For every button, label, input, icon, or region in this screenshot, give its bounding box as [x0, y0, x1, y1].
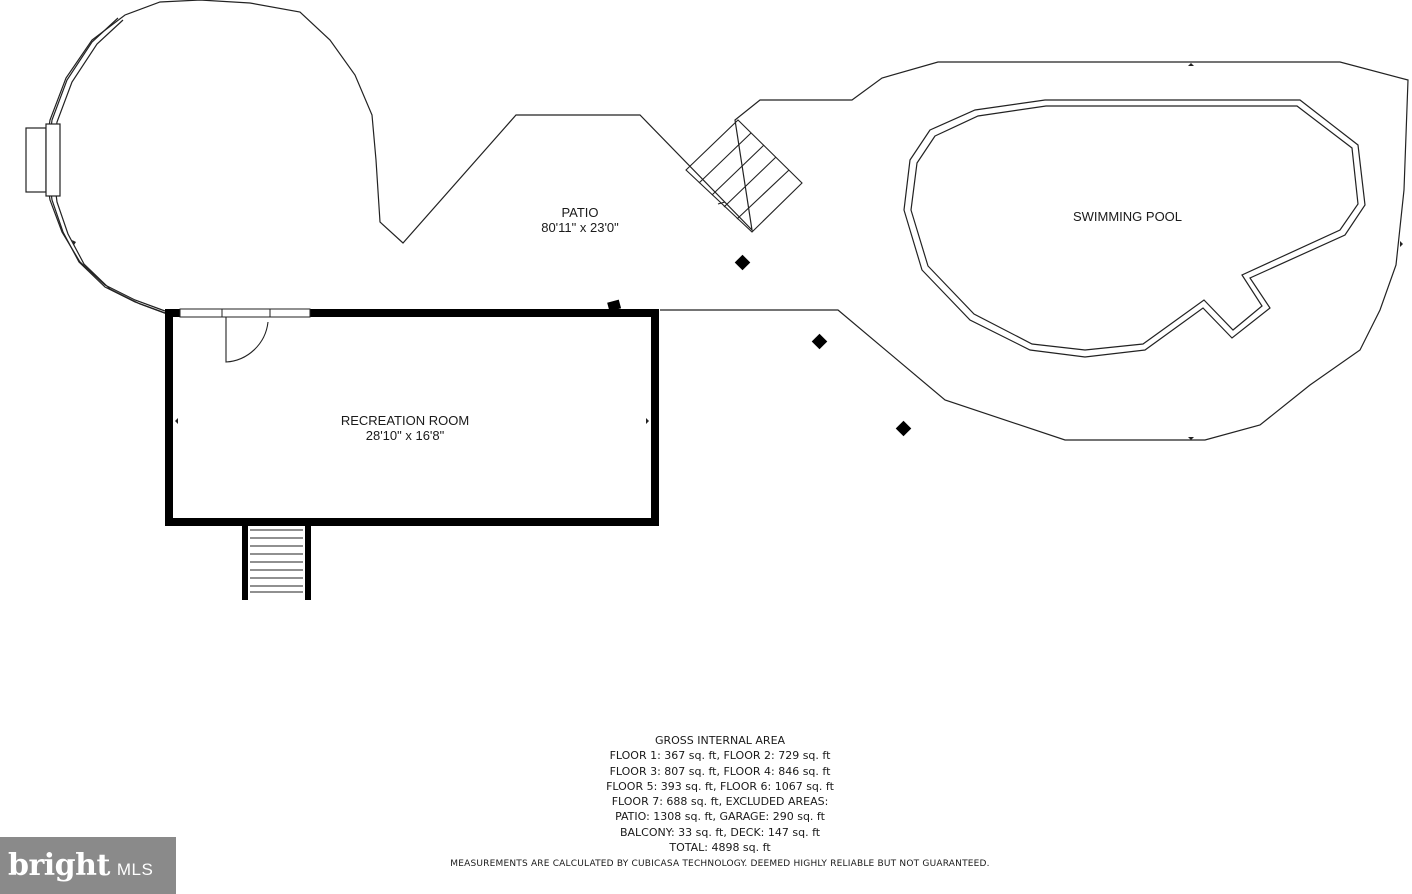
pool-outline-outer [903, 99, 1366, 358]
area-heading: GROSS INTERNAL AREA [654, 734, 786, 747]
watermark-mls: MLS [116, 859, 154, 879]
bright-mls-watermark: bright MLS [0, 837, 176, 894]
recreation-room-walls [165, 309, 659, 526]
patio-label: PATIO 80'11" x 23'0" [505, 205, 655, 235]
post-marker [734, 254, 751, 271]
patio-curved-wall-inner [51, 19, 171, 316]
recreation-room-name: RECREATION ROOM [340, 413, 470, 428]
area-line: FLOOR 5: 393 sq. ft, FLOOR 6: 1067 sq. f… [606, 779, 834, 793]
dimension-ticks [72, 63, 1403, 440]
wall-marker [607, 299, 622, 312]
patio-name: PATIO [561, 205, 599, 220]
area-summary: GROSS INTERNAL AREA FLOOR 1: 367 sq. ft,… [420, 733, 1020, 873]
disclaimer: MEASUREMENTS ARE CALCULATED BY CUBICASA … [450, 859, 990, 870]
recreation-room-window [179, 308, 311, 318]
pool-name: SWIMMING POOL [1072, 209, 1183, 224]
recreation-room-dimensions: 28'10" x 16'8" [365, 428, 445, 443]
recreation-room-door [225, 317, 269, 363]
fireplace-inner [45, 123, 61, 197]
watermark-brand: bright [8, 848, 110, 883]
patio-dimensions: 80'11" x 23'0" [541, 220, 619, 235]
pool-label: SWIMMING POOL [1030, 209, 1225, 224]
fireplace-outer [25, 127, 47, 193]
area-line: FLOOR 1: 367 sq. ft, FLOOR 2: 729 sq. ft [609, 749, 831, 763]
area-line: FLOOR 3: 807 sq. ft, FLOOR 4: 846 sq. ft [609, 764, 831, 778]
post-marker [811, 333, 828, 350]
area-line: PATIO: 1308 sq. ft, GARAGE: 290 sq. ft [615, 810, 825, 824]
patio-curved-wall [46, 17, 166, 314]
area-line: FLOOR 7: 688 sq. ft, EXCLUDED AREAS: [611, 795, 829, 809]
area-line: BALCONY: 33 sq. ft, DECK: 147 sq. ft [619, 825, 821, 839]
area-total: TOTAL: 4898 sq. ft [669, 841, 771, 855]
patio-stairs [685, 119, 803, 233]
recreation-stairs [242, 522, 311, 600]
post-marker [895, 420, 912, 437]
pool-outline-inner [910, 105, 1359, 351]
recreation-room-label: RECREATION ROOM 28'10" x 16'8" [305, 413, 505, 443]
